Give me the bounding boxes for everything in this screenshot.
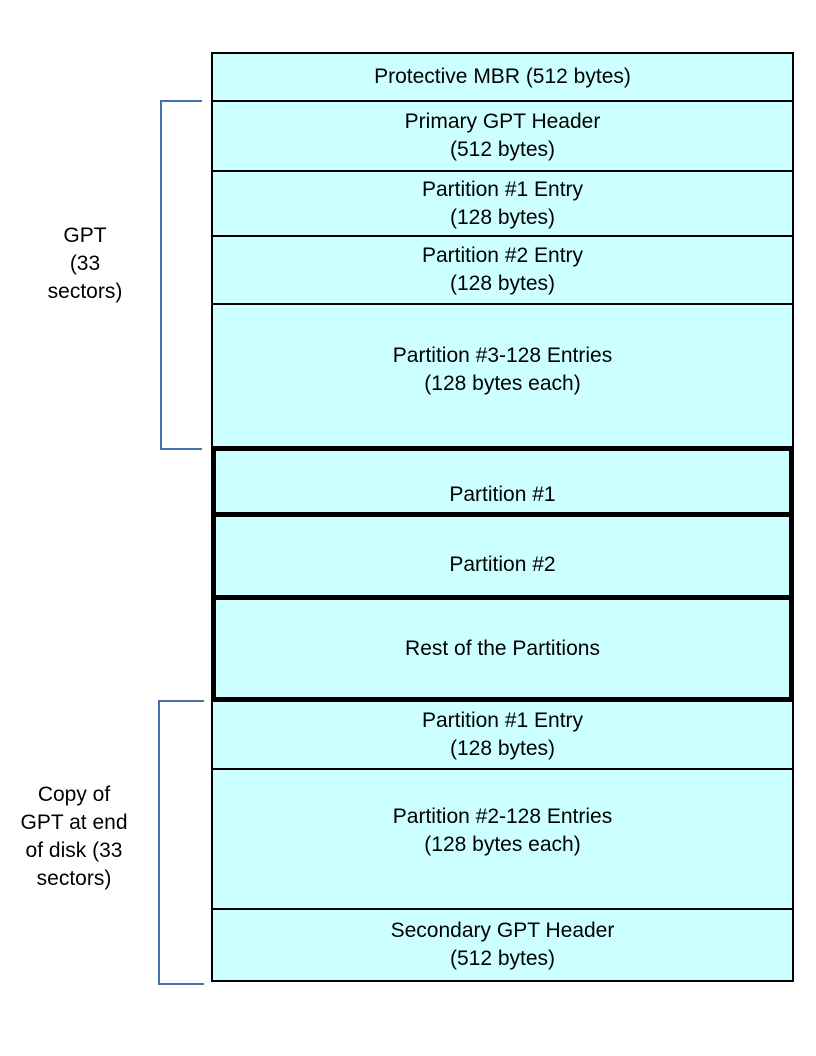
block-subtitle: (128 bytes): [449, 205, 556, 229]
block-subtitle: (128 bytes each): [424, 833, 581, 856]
gpt-section-bracket: [160, 100, 202, 450]
block-title: Secondary GPT Header: [390, 919, 615, 942]
block-primary-gpt-header: Primary GPT Header (512 bytes): [211, 102, 794, 172]
block-subtitle: (128 bytes): [449, 272, 556, 295]
gpt-label-line: (33: [69, 252, 101, 275]
block-partition-2-128-entries: Partition #2-128 Entries (128 bytes each…: [211, 770, 794, 910]
disk-block-stack: Protective MBR (512 bytes) Primary GPT H…: [211, 52, 794, 982]
gpt-copy-label-line: GPT at end: [20, 811, 128, 834]
block-title: Partition #2-128 Entries: [392, 805, 613, 828]
block-subtitle: (128 bytes): [449, 737, 556, 760]
block-title: Partition #3-128 Entries: [392, 343, 613, 367]
block-subtitle: (512 bytes): [449, 138, 556, 161]
gpt-label-line: GPT: [63, 224, 107, 247]
block-protective-mbr: Protective MBR (512 bytes): [211, 52, 794, 102]
block-partition-1: Partition #1: [211, 446, 794, 517]
gpt-copy-label-line: Copy of: [37, 783, 111, 806]
block-partition-1-entry: Partition #1 Entry (128 bytes): [211, 172, 794, 237]
block-subtitle: (128 bytes each): [424, 371, 581, 395]
gpt-label-line: sectors): [47, 280, 123, 303]
block-secondary-gpt-header: Secondary GPT Header (512 bytes): [211, 910, 794, 982]
block-partition-3-128-entries: Partition #3-128 Entries (128 bytes each…: [211, 305, 794, 446]
block-rest-of-partitions: Rest of the Partitions: [211, 600, 794, 702]
block-title: Protective MBR (512 bytes): [374, 65, 631, 88]
block-partition-1-entry-copy: Partition #1 Entry (128 bytes): [211, 702, 794, 770]
gpt-copy-label-line: of disk (33: [25, 839, 123, 862]
block-title: Partition #1 Entry: [421, 709, 584, 732]
block-title: Rest of the Partitions: [405, 636, 600, 660]
gpt-copy-section-label: Copy of GPT at end of disk (33 sectors): [0, 781, 148, 893]
block-partition-2-entry: Partition #2 Entry (128 bytes): [211, 237, 794, 305]
gpt-copy-section-bracket: [158, 700, 204, 985]
block-subtitle: (512 bytes): [449, 947, 556, 970]
block-title: Partition #1 Entry: [421, 177, 584, 201]
gpt-copy-label-line: sectors): [36, 867, 112, 890]
gpt-section-label: GPT (33 sectors): [10, 222, 160, 306]
block-title: Partition #2: [449, 552, 556, 576]
block-title: Partition #2 Entry: [421, 244, 584, 267]
block-partition-2: Partition #2: [211, 517, 794, 600]
block-title: Partition #1: [449, 482, 556, 506]
block-title: Primary GPT Header: [404, 110, 601, 133]
